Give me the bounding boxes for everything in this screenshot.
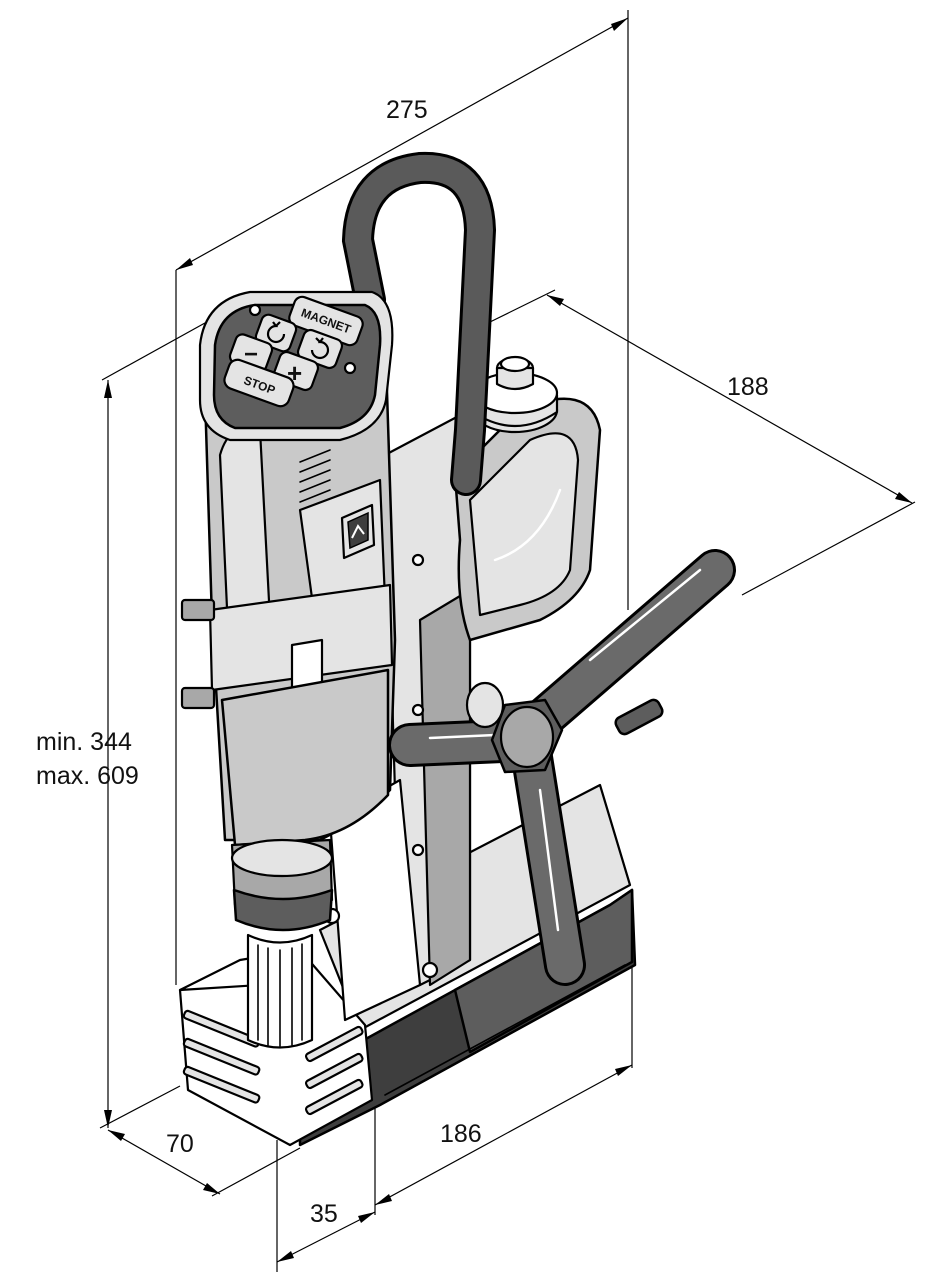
drill-column [323, 408, 472, 1022]
dimension-188-label: 188 [727, 373, 769, 401]
dimension-height-max-label: max. 609 [36, 762, 139, 790]
dimension-labels: 275 188 min. 344 max. 609 70 35 186 [36, 96, 769, 1228]
coolant-tank-cap [471, 355, 559, 434]
panel-led [343, 361, 357, 375]
annular-cutter [246, 933, 314, 1049]
dimension-lines [99, 10, 916, 1272]
rotate-right-icon [310, 337, 330, 360]
minus-button-label: − [244, 341, 258, 368]
dimension-35-label: 35 [310, 1200, 338, 1228]
clockwise-button[interactable] [296, 328, 344, 370]
dimension-275-label: 275 [386, 96, 428, 124]
dimension-186-label: 186 [440, 1120, 482, 1148]
control-panel: MAGNET − + STOP [198, 290, 394, 442]
motor-vents [299, 449, 331, 503]
brand-logo-icon [340, 503, 376, 560]
rotate-left-icon [266, 321, 286, 344]
side-stubs [180, 598, 216, 710]
dimension-height-min-label: min. 344 [36, 728, 132, 756]
drill-chuck [230, 838, 334, 932]
feed-handles[interactable] [388, 549, 736, 986]
chip-guard-slots [182, 1009, 364, 1116]
carry-handle [341, 151, 497, 496]
stop-button[interactable]: STOP [222, 357, 296, 408]
panel-led [248, 303, 262, 317]
gear-housing [453, 355, 602, 642]
motor-body [203, 328, 397, 1049]
dimension-70-label: 70 [166, 1130, 194, 1158]
